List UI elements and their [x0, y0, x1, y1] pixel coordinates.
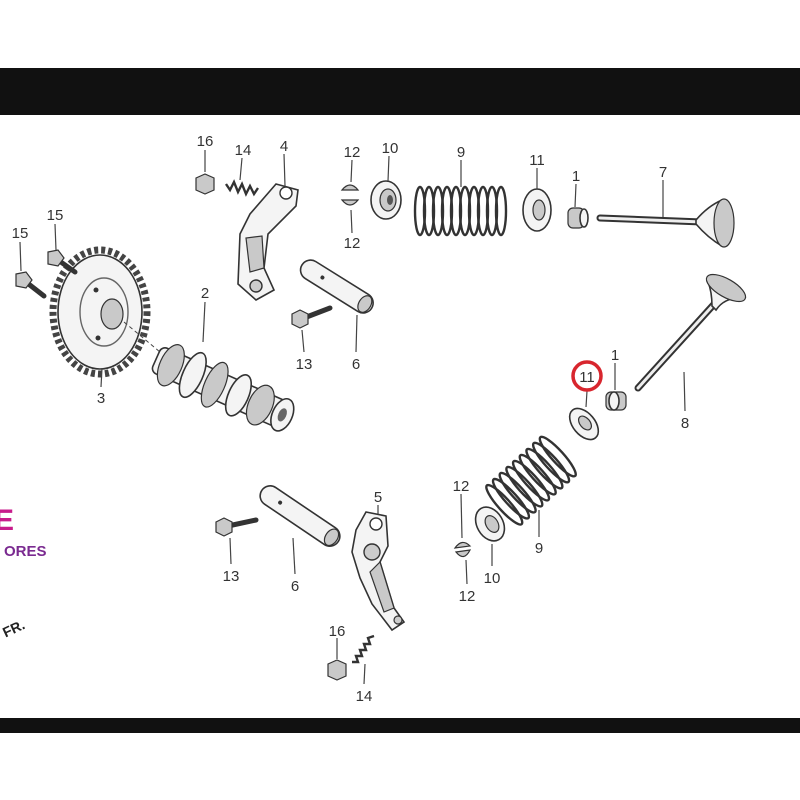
upper-keeper-top: [340, 184, 360, 191]
callout-lower-seat-highlighted: 11: [579, 369, 595, 386]
front-direction-mark: FR.: [0, 616, 27, 640]
callout-bolt-b: 15: [12, 225, 29, 242]
callout-lower-rocker-arm: 5: [374, 489, 382, 506]
lower-valve-spring: [485, 435, 577, 526]
logo-text: ORES: [4, 543, 47, 560]
callout-upper-retainer: 10: [382, 140, 399, 157]
upper-keeper-bottom: [340, 199, 360, 206]
logo-letter: E: [0, 504, 14, 537]
callout-lower-stud: 14: [356, 688, 373, 705]
upper-stud: [225, 179, 259, 197]
callout-lower-rocker-shaft: 6: [291, 578, 299, 595]
upper-valve-spring: [413, 185, 508, 237]
upper-rocker-shaft: [299, 259, 374, 314]
callout-upper-keeper-top: 12: [344, 144, 361, 161]
callout-camshaft: 2: [201, 285, 209, 302]
upper-bolt: [291, 305, 333, 329]
callout-upper-spring: 9: [457, 144, 465, 161]
lower-retainer: [474, 506, 506, 542]
intake-valve: [596, 198, 735, 248]
callout-sprocket: 3: [97, 390, 105, 407]
cam-sprocket: [49, 246, 161, 378]
callout-upper-keeper-bottom: 12: [344, 235, 361, 252]
upper-spring-seat: [522, 188, 552, 232]
callout-lower-keeper-top: 12: [453, 478, 470, 495]
lower-spring-seat: [568, 407, 600, 441]
sprocket-bolt-a: [47, 249, 78, 275]
callout-intake-valve: 7: [659, 164, 667, 181]
callout-lower-seal: 1: [611, 347, 619, 364]
callout-lower-keeper-bottom: 12: [459, 588, 476, 605]
callout-lower-spring: 9: [535, 540, 543, 557]
top-frame-bar: [0, 68, 800, 115]
callout-upper-seat: 11: [529, 152, 545, 169]
upper-rocker-arm: [237, 183, 299, 301]
lower-stem-seal: [605, 391, 627, 411]
lower-nut: [327, 659, 347, 681]
upper-nut: [195, 173, 215, 195]
callout-bolt-a: 15: [47, 207, 64, 224]
lower-rocker-arm: [351, 511, 406, 632]
bottom-frame-bar: [0, 718, 800, 733]
callout-labels: 16 14 4 12 10 9 11 1 7 15 15 2 12 3 13 6…: [12, 133, 690, 705]
lower-rocker-shaft: [259, 485, 341, 547]
lower-keeper-bottom: [454, 549, 472, 558]
sprocket-bolt-b: [15, 271, 47, 299]
callout-upper-rocker-shaft: 6: [352, 356, 360, 373]
callout-upper-seal: 1: [572, 168, 580, 185]
callout-lower-bolt: 13: [223, 568, 240, 585]
callout-lower-nut: 16: [329, 623, 346, 640]
callout-upper-rocker-arm: 4: [280, 138, 288, 155]
camshaft: [151, 344, 295, 432]
callout-exhaust-valve: 8: [681, 415, 689, 432]
callout-upper-nut: 16: [197, 133, 214, 150]
upper-retainer: [370, 180, 402, 220]
callout-upper-bolt: 13: [296, 356, 313, 373]
upper-stem-seal: [567, 207, 589, 229]
lower-stud: [352, 634, 375, 664]
lower-keeper-top: [453, 541, 472, 549]
highlight-ring: [571, 360, 603, 392]
lower-bolt: [215, 517, 259, 537]
exhaust-valve: [634, 273, 747, 392]
leader-lines: [19, 150, 686, 685]
callout-lower-retainer: 10: [484, 570, 501, 587]
callout-upper-stud: 14: [235, 142, 252, 159]
